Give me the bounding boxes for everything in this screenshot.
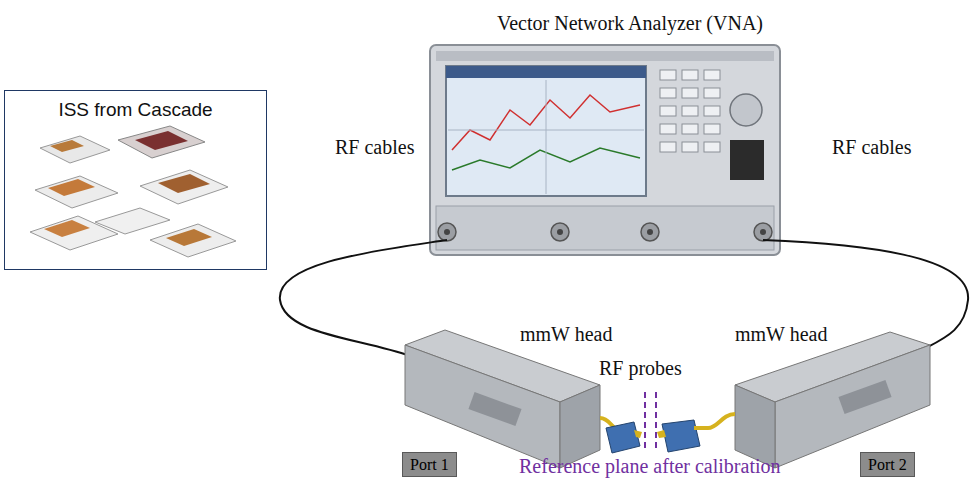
rf-probe — [600, 418, 642, 453]
port-box: Port 1 — [402, 452, 457, 477]
instrument-title: Vector Network Analyzer (VNA) — [497, 12, 763, 35]
node-label: ISS from Cascade — [5, 91, 266, 121]
mmw-head — [735, 332, 930, 468]
rf-probe — [657, 414, 735, 452]
head-label: mmW head — [520, 323, 612, 346]
reference-label: Reference plane after calibration — [519, 455, 781, 478]
probe-label: RF probes — [599, 357, 682, 380]
node-label: Port 2 — [868, 455, 907, 474]
port-box: Port 2 — [860, 452, 915, 477]
reference-plane — [644, 392, 646, 450]
node-label: Port 1 — [410, 455, 449, 474]
substrate-box: ISS from Cascade — [4, 90, 267, 270]
head-label: mmW head — [735, 323, 827, 346]
vna-instrument — [430, 45, 780, 255]
mmw-head — [405, 330, 600, 468]
cable-label: RF cables — [832, 136, 911, 159]
reference-plane — [655, 392, 657, 450]
iss-substrates — [30, 126, 236, 257]
cable-label: RF cables — [335, 136, 414, 159]
